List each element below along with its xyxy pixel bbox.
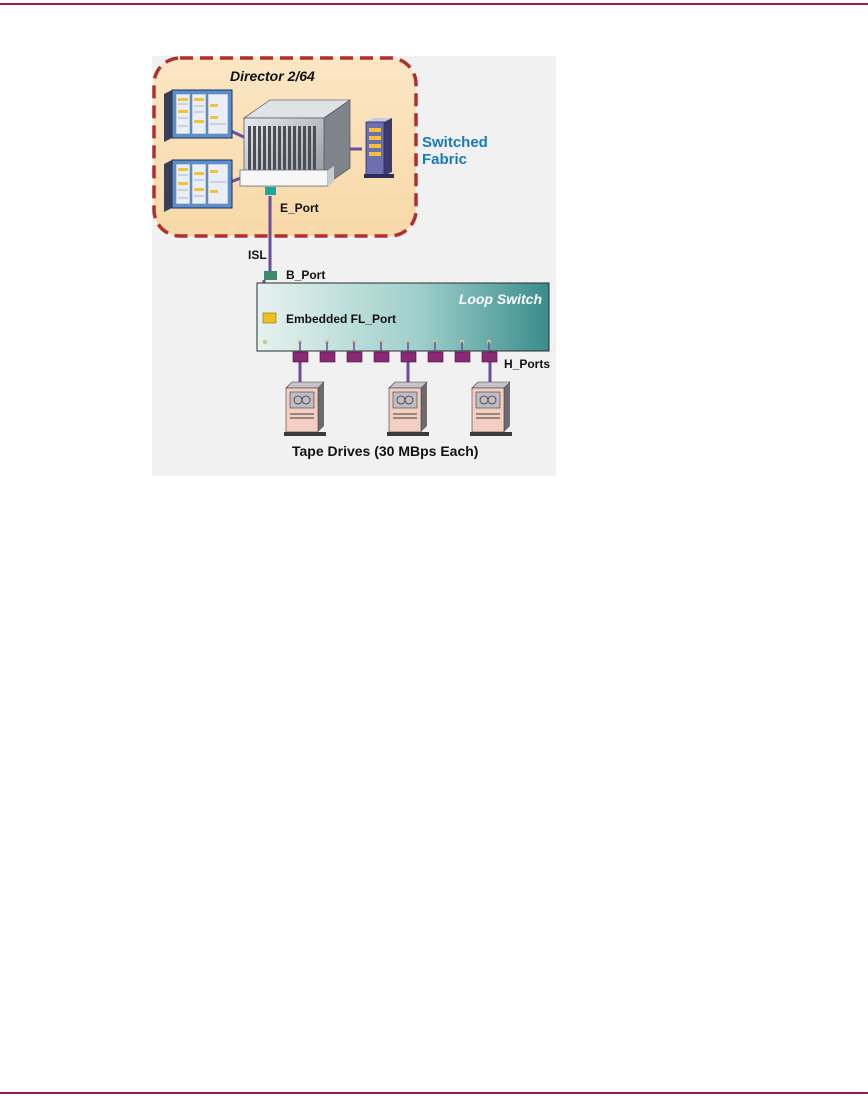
director-switch-icon xyxy=(239,99,352,187)
fl-port-marker xyxy=(262,312,277,324)
e-port-marker xyxy=(265,187,276,195)
storage-array-icon xyxy=(164,89,233,142)
tape-drive-icon xyxy=(284,381,326,436)
fabric-label-line2: Fabric xyxy=(422,151,467,168)
h-port-markers xyxy=(292,351,498,363)
b-port-label: B_Port xyxy=(286,268,325,282)
director-title: Director 2/64 xyxy=(230,68,315,84)
isl-label: ISL xyxy=(248,248,267,262)
top-rule xyxy=(0,3,868,5)
loop-switch-chassis xyxy=(256,282,550,352)
loop-switch-title: Loop Switch xyxy=(459,291,542,307)
h-ports-label: H_Ports xyxy=(504,357,550,371)
tape-drive-icon xyxy=(470,381,512,436)
e-port-label: E_Port xyxy=(280,201,319,215)
fabric-label-line1: Switched xyxy=(422,134,488,151)
storage-array-icon xyxy=(164,159,233,212)
fl-port-label: Embedded FL_Port xyxy=(286,312,396,326)
loop-switch-diagram: Director 2/64 xyxy=(152,56,556,476)
b-port-marker xyxy=(264,271,277,280)
bottom-rule xyxy=(0,1092,868,1094)
server-icon xyxy=(364,118,394,178)
figure-caption: Tape Drives (30 MBps Each) xyxy=(292,443,478,459)
tape-drive-icon xyxy=(387,381,429,436)
